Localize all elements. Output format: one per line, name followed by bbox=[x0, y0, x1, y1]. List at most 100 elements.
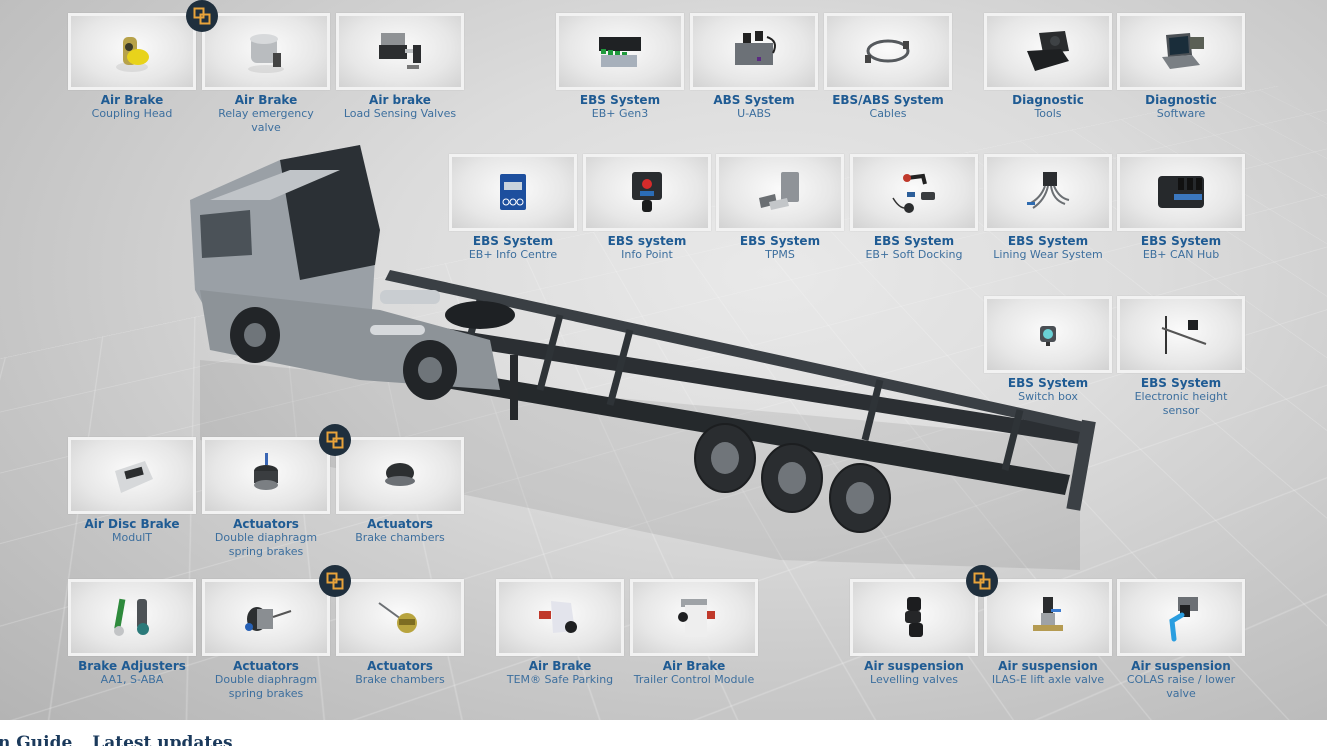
product-title: EBS System bbox=[472, 234, 554, 248]
product-image bbox=[583, 154, 711, 231]
product-image bbox=[202, 437, 330, 514]
compare-icon bbox=[326, 572, 344, 590]
product-image bbox=[984, 13, 1112, 90]
product-image bbox=[850, 154, 978, 231]
product-title: Actuators bbox=[233, 517, 299, 531]
product-tile-relay-emergency-valve[interactable]: Air Brake Relay emergency valve bbox=[202, 13, 330, 135]
tpms-sensor-icon bbox=[759, 171, 799, 210]
product-title: Air brake bbox=[369, 93, 431, 107]
product-title: Actuators bbox=[367, 659, 433, 673]
product-title: EBS System bbox=[1007, 234, 1089, 248]
product-tile-safe-parking[interactable]: Air Brake TEM® Safe Parking bbox=[496, 579, 624, 687]
product-tile-soft-docking[interactable]: EBS System EB+ Soft Docking bbox=[850, 154, 978, 262]
brake-chamber-icon bbox=[378, 601, 417, 633]
compare-badge[interactable] bbox=[319, 565, 351, 597]
product-tile-spring-brakes[interactable]: Actuators Double diaphragm spring brakes bbox=[202, 437, 330, 559]
product-tile-switch-box[interactable]: EBS System Switch box bbox=[984, 296, 1112, 404]
product-subtitle: EB+ Info Centre bbox=[468, 248, 558, 261]
product-subtitle: Info Point bbox=[621, 248, 673, 261]
switch-box-icon bbox=[1040, 325, 1056, 346]
product-title: Air suspension bbox=[1131, 659, 1231, 673]
spring-brake-icon bbox=[254, 452, 278, 490]
product-tile-tpms[interactable]: EBS System TPMS bbox=[716, 154, 844, 262]
levelling-valve-icon bbox=[905, 596, 923, 637]
heading-latest-updates-link[interactable]: Latest updates bbox=[92, 733, 233, 746]
compare-badge[interactable] bbox=[966, 565, 998, 597]
product-image bbox=[68, 579, 196, 656]
product-tile-lift-axle-valve[interactable]: Air suspension ILAS-E lift axle valve bbox=[984, 579, 1112, 687]
product-title: EBS System bbox=[1140, 376, 1222, 390]
product-subtitle: Levelling valves bbox=[870, 673, 958, 686]
product-tile-brake-adjusters[interactable]: Brake Adjusters AA1, S-ABA bbox=[68, 579, 196, 687]
product-tile-air-disc-brake[interactable]: Air Disc Brake ModulT bbox=[68, 437, 196, 545]
product-subtitle: Trailer Control Module bbox=[633, 673, 755, 686]
compare-badge[interactable] bbox=[319, 424, 351, 456]
product-tile-height-sensor[interactable]: EBS System Electronic height sensor bbox=[1117, 296, 1245, 418]
product-tile-can-hub[interactable]: EBS System EB+ CAN Hub bbox=[1117, 154, 1245, 262]
product-tile-trailer-control-module[interactable]: Air Brake Trailer Control Module bbox=[630, 579, 758, 687]
product-image bbox=[984, 154, 1112, 231]
product-tile-brake-chambers[interactable]: Actuators Brake chambers bbox=[336, 437, 464, 545]
product-image bbox=[496, 579, 624, 656]
product-subtitle: EB+ Gen3 bbox=[591, 107, 649, 120]
product-subtitle: AA1, S-ABA bbox=[100, 673, 164, 686]
product-subtitle: Lining Wear System bbox=[993, 248, 1103, 261]
product-title: EBS system bbox=[607, 234, 687, 248]
product-tile-cables[interactable]: EBS/ABS System Cables bbox=[824, 13, 952, 121]
abs-valve-icon bbox=[735, 30, 776, 65]
product-image bbox=[1117, 13, 1245, 90]
load-sensing-valve-icon bbox=[379, 32, 421, 69]
product-tile-lining-wear[interactable]: EBS System Lining Wear System bbox=[984, 154, 1112, 262]
product-tile-eb-gen3[interactable]: EBS System EB+ Gen3 bbox=[556, 13, 684, 121]
compare-icon bbox=[326, 431, 344, 449]
product-title: Actuators bbox=[367, 517, 433, 531]
ebs-modulator-icon bbox=[599, 36, 641, 67]
brake-adjuster-icon bbox=[114, 598, 149, 636]
product-subtitle: ILAS-E lift axle valve bbox=[991, 673, 1105, 686]
compare-badge[interactable] bbox=[186, 0, 218, 32]
product-image bbox=[984, 296, 1112, 373]
height-sensor-icon bbox=[1161, 315, 1207, 354]
product-tile-coupling-head[interactable]: Air Brake Coupling Head bbox=[68, 13, 196, 121]
product-tile-diagnostic-tools[interactable]: Diagnostic Tools bbox=[984, 13, 1112, 121]
product-image bbox=[202, 13, 330, 90]
product-tile-diagnostic-software[interactable]: Diagnostic Software bbox=[1117, 13, 1245, 121]
product-subtitle: Brake chambers bbox=[355, 531, 445, 544]
truck-trailer-illustration bbox=[190, 145, 1096, 570]
product-tile-colas-valve[interactable]: Air suspension COLAS raise / lower valve bbox=[1117, 579, 1245, 701]
product-image bbox=[449, 154, 577, 231]
product-subtitle: Electronic height sensor bbox=[1134, 390, 1228, 417]
product-tile-info-point[interactable]: EBS system Info Point bbox=[583, 154, 711, 262]
product-title: Air Brake bbox=[662, 659, 726, 673]
product-subtitle: Double diaphragm spring brakes bbox=[214, 673, 318, 700]
product-title: Air Brake bbox=[100, 93, 164, 107]
product-title: Air Disc Brake bbox=[84, 517, 180, 531]
product-image bbox=[630, 579, 758, 656]
product-image bbox=[984, 579, 1112, 656]
can-hub-icon bbox=[1158, 175, 1204, 208]
product-tile-levelling-valves[interactable]: Air suspension Levelling valves bbox=[850, 579, 978, 687]
product-tile-brake-chambers-2[interactable]: Actuators Brake chambers bbox=[336, 579, 464, 687]
product-image bbox=[716, 154, 844, 231]
heading-guide-link[interactable]: n Guide bbox=[0, 733, 73, 746]
product-subtitle: Software bbox=[1156, 107, 1206, 120]
product-title: ABS System bbox=[713, 93, 795, 107]
product-tile-u-abs[interactable]: ABS System U-ABS bbox=[690, 13, 818, 121]
product-image bbox=[336, 437, 464, 514]
product-image bbox=[556, 13, 684, 90]
product-tile-load-sensing-valves[interactable]: Air brake Load Sensing Valves bbox=[336, 13, 464, 121]
product-title: Air Brake bbox=[528, 659, 592, 673]
product-tile-info-centre[interactable]: EBS System EB+ Info Centre bbox=[449, 154, 577, 262]
product-subtitle: Double diaphragm spring brakes bbox=[214, 531, 318, 558]
product-image bbox=[202, 579, 330, 656]
product-title: EBS System bbox=[739, 234, 821, 248]
cable-icon bbox=[865, 39, 910, 63]
spring-brake-icon bbox=[245, 606, 292, 631]
product-subtitle: Load Sensing Valves bbox=[343, 107, 457, 120]
product-tile-spring-brakes-2[interactable]: Actuators Double diaphragm spring brakes bbox=[202, 579, 330, 701]
product-subtitle: COLAS raise / lower valve bbox=[1126, 673, 1236, 700]
product-image bbox=[336, 579, 464, 656]
product-image bbox=[850, 579, 978, 656]
product-subtitle: TEM® Safe Parking bbox=[506, 673, 614, 686]
tool-case-icon bbox=[1027, 30, 1069, 71]
